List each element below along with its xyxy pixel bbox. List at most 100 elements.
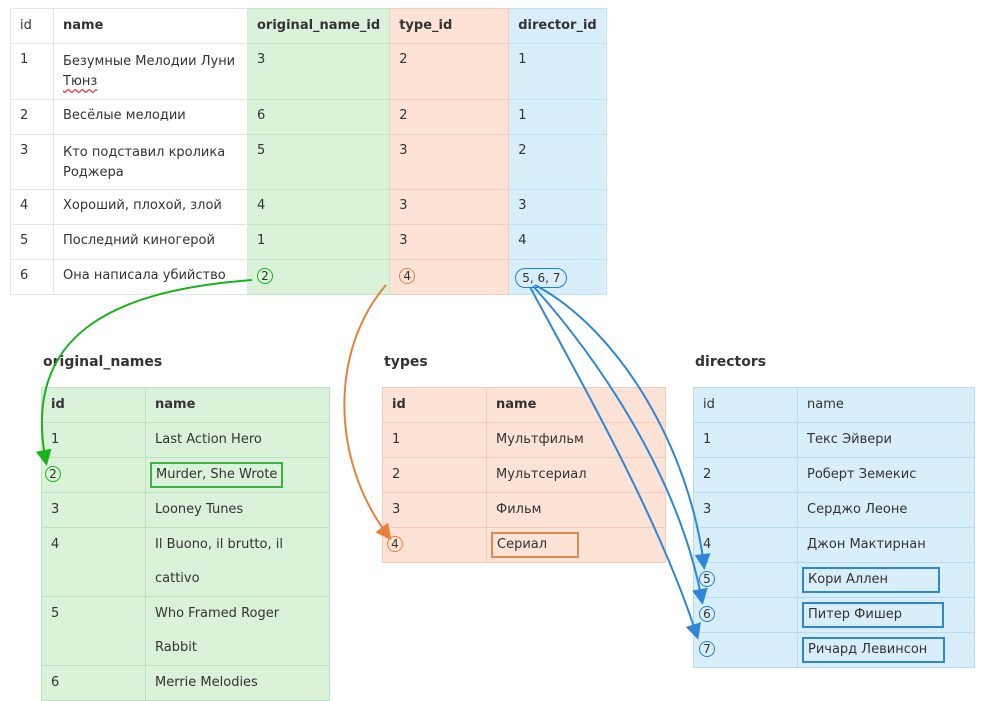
movie-original-name-id: 2	[246, 259, 391, 295]
movie-name: Кто подставил кролика Роджера	[53, 134, 248, 190]
director-id: 4	[693, 527, 798, 563]
movie-name-line-2: Роджера	[63, 165, 124, 180]
directors-header-name: name	[797, 387, 975, 423]
table-row: 7 Ричард Левинсон	[693, 632, 975, 668]
movie-id: 4	[10, 189, 54, 225]
movie-director-id: 2	[508, 134, 607, 190]
type-name: Фильм	[486, 492, 666, 528]
movie-name-line-1: Кто подставил кролика	[63, 145, 226, 160]
original-names-header-row: id name	[41, 387, 330, 423]
original-name-value: Looney Tunes	[145, 492, 330, 528]
highlight-circle: 4	[399, 268, 416, 284]
original-name-id: 6	[41, 665, 146, 701]
highlight-circle: 2	[257, 268, 273, 284]
table-row: 2 Murder, She Wrote	[41, 457, 330, 493]
director-id: 1	[693, 422, 798, 458]
movie-type-id: 2	[389, 99, 510, 135]
movie-id: 5	[10, 224, 54, 260]
movies-header-id: id	[10, 8, 54, 44]
director-name: Кори Аллен	[797, 562, 975, 598]
original-names-table: id name 1 Last Action Hero 2 Murder, She…	[41, 387, 330, 701]
original-name-id: 5	[41, 596, 146, 666]
table-row: 2 Мультсериал	[382, 457, 666, 493]
type-name: Мультсериал	[486, 457, 666, 493]
types-header-row: id name	[382, 387, 666, 423]
movie-director-id: 3	[508, 189, 607, 225]
table-row: 3 Кто подставил кролика Роджера 5 3 2	[10, 134, 607, 190]
highlight-box: Ричард Левинсон	[802, 637, 946, 663]
movie-original-name-id: 3	[246, 43, 391, 100]
highlight-box: Murder, She Wrote	[150, 462, 284, 488]
movie-type-id: 3	[389, 224, 510, 260]
movies-table: id name original_name_id type_id directo…	[10, 8, 607, 295]
director-name: Джон Мактирнан	[797, 527, 975, 563]
original-name-id: 1	[41, 422, 146, 458]
directors-table: id name 1 Текс Эйвери 2 Роберт Земекис 3…	[693, 387, 975, 668]
movie-type-id: 3	[389, 189, 510, 225]
movie-name: Она написала убийство	[53, 259, 248, 295]
movie-id: 1	[10, 43, 54, 100]
movie-name-line-1: Безумные Мелодии Луни	[63, 54, 236, 69]
types-table: id name 1 Мультфильм 2 Мультсериал 3 Фил…	[382, 387, 666, 563]
original-names-title: original_names	[43, 354, 163, 370]
movie-name: Весёлые мелодии	[53, 99, 248, 135]
director-id: 6	[693, 597, 798, 633]
type-id: 4	[382, 527, 487, 563]
directors-header-id: id	[693, 387, 798, 423]
types-title: types	[384, 354, 428, 370]
director-id: 5	[693, 562, 798, 598]
table-row: 5 Who Framed Roger Rabbit	[41, 596, 330, 666]
movie-name: Безумные Мелодии Луни Тюнз	[53, 43, 248, 100]
table-row: 5 Кори Аллен	[693, 562, 975, 598]
original-name-value: Merrie Melodies	[145, 665, 330, 701]
table-row: 1 Безумные Мелодии Луни Тюнз 3 2 1	[10, 43, 607, 100]
director-id: 7	[693, 632, 798, 668]
director-id: 2	[693, 457, 798, 493]
highlight-box: Сериал	[491, 532, 580, 558]
table-row: 6 Merrie Melodies	[41, 665, 330, 701]
table-row: 4 Сериал	[382, 527, 666, 563]
movie-original-name-id: 4	[246, 189, 391, 225]
movie-original-name-id: 5	[246, 134, 391, 190]
types-header-id: id	[382, 387, 487, 423]
table-row: 6 Питер Фишер	[693, 597, 975, 633]
table-row: 5 Последний киногерой 1 3 4	[10, 224, 607, 260]
director-name: Текс Эйвери	[797, 422, 975, 458]
original-name-id: 3	[41, 492, 146, 528]
movie-type-id: 4	[389, 259, 510, 295]
table-row: 6 Она написала убийство 2 4 5, 6, 7	[10, 259, 607, 295]
original-name-value: Il Buono, il brutto, il cattivo	[145, 527, 330, 597]
original-name-value: Last Action Hero	[145, 422, 330, 458]
types-header-name: name	[486, 387, 666, 423]
table-row: 3 Серджо Леоне	[693, 492, 975, 528]
movie-type-id: 2	[389, 43, 510, 100]
table-row: 4 Хороший, плохой, злой 4 3 3	[10, 189, 607, 225]
director-name: Питер Фишер	[797, 597, 975, 633]
movies-header-director-id: director_id	[508, 8, 607, 44]
director-name: Серджо Леоне	[797, 492, 975, 528]
movie-original-name-id: 6	[246, 99, 391, 135]
type-id: 2	[382, 457, 487, 493]
movie-director-id: 1	[508, 99, 607, 135]
table-row: 2 Весёлые мелодии 6 2 1	[10, 99, 607, 135]
original-names-header-name: name	[145, 387, 330, 423]
movies-header-name: name	[53, 8, 248, 44]
highlight-circle: 6	[699, 606, 715, 622]
movie-id: 3	[10, 134, 54, 190]
movies-header-row: id name original_name_id type_id directo…	[10, 8, 607, 44]
type-name: Мультфильм	[486, 422, 666, 458]
directors-title: directors	[695, 354, 767, 370]
directors-header-row: id name	[693, 387, 975, 423]
director-id: 3	[693, 492, 798, 528]
movie-director-id: 4	[508, 224, 607, 260]
table-row: 2 Роберт Земекис	[693, 457, 975, 493]
table-row: 4 Il Buono, il brutto, il cattivo	[41, 527, 330, 597]
original-names-header-id: id	[41, 387, 146, 423]
highlight-circle: 4	[387, 536, 403, 552]
movie-id: 2	[10, 99, 54, 135]
movie-name-line-2: Тюнз	[63, 74, 98, 89]
movies-header-type-id: type_id	[389, 8, 510, 44]
highlight-box: Питер Фишер	[802, 602, 944, 628]
director-name: Ричард Левинсон	[797, 632, 975, 668]
highlight-oval: 5, 6, 7	[515, 268, 568, 288]
